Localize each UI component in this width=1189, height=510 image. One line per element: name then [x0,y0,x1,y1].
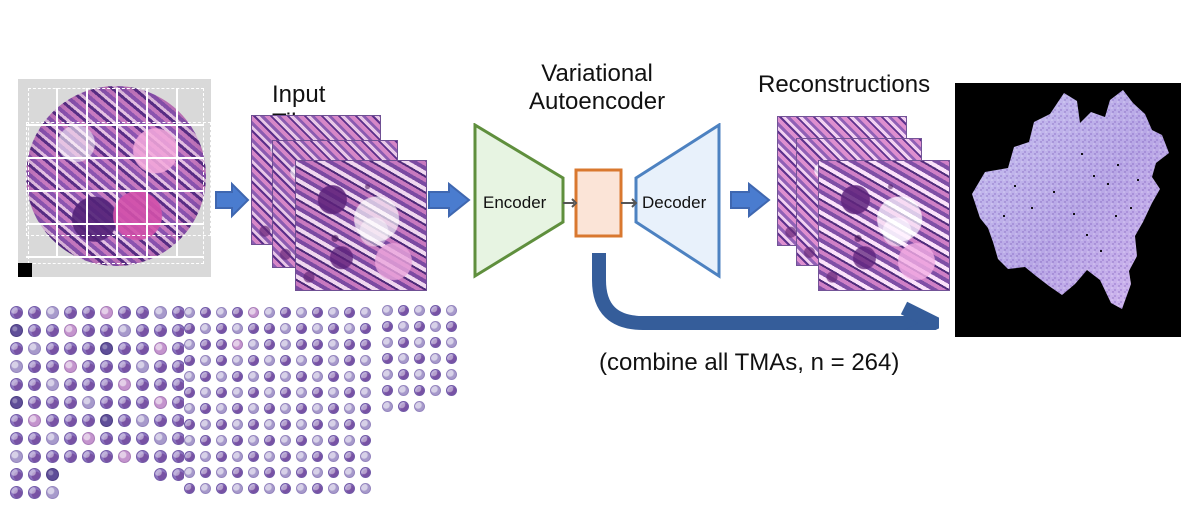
vae-architecture [473,123,721,279]
grid-line [26,190,204,192]
combined-flow-arrow [592,253,939,330]
encoder-latent-arrowhead [571,198,578,208]
tma-array-middle [184,302,379,510]
arrow-right-icon [730,181,771,219]
input-tile [295,160,427,291]
reconstruction-tile [818,160,950,291]
grid-line [116,88,118,258]
reconstructions-label: Reconstructions [758,71,931,98]
grid-line [176,88,178,258]
tma-array-right [382,302,462,419]
tma-array-left [9,302,185,510]
arrow-right-icon [215,181,250,219]
combine-all-tmas-note: (combine all TMAs, n = 264) [599,349,900,376]
grid-line [26,256,204,258]
encoder-block [473,123,565,279]
corner-marker [18,263,32,277]
grid-line [26,157,204,159]
encoder-label: Encoder [483,193,547,212]
latent-space-visualization [955,83,1181,337]
grid-line [146,88,148,258]
right-dashed-grid [26,122,211,236]
decoder-block [634,123,721,279]
latent-decoder-arrowhead [631,198,638,208]
tma-core-with-grid [18,79,211,277]
grid-line [26,223,204,225]
grid-line [86,88,88,258]
latent-box [574,168,623,238]
decoder-label: Decoder [642,193,707,212]
grid-line [56,88,58,258]
arrow-right-icon [428,181,471,219]
grid-line [26,124,204,126]
vae-label: Variational Autoencoder [529,60,666,115]
